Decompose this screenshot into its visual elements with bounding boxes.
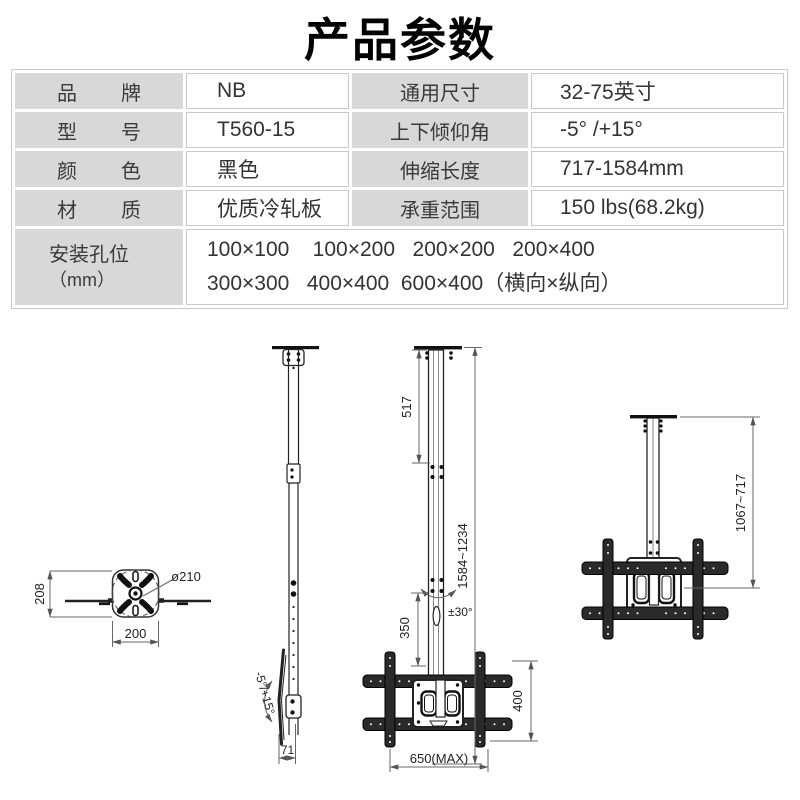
spec-value-model: T560-15 xyxy=(186,112,349,148)
dim-label-retracted-length: 1067~717 xyxy=(733,474,748,532)
plate-slot-top xyxy=(132,570,139,583)
telescopic-pole xyxy=(427,349,445,681)
joint-bolts xyxy=(648,540,660,555)
spec-value-size: 32-75英寸 xyxy=(531,73,784,109)
spec-label-color: 颜色 xyxy=(15,151,183,187)
tv-posts xyxy=(602,538,704,640)
ceiling-bar xyxy=(272,346,319,350)
dim-label-208: 208 xyxy=(32,583,47,605)
diameter-circle xyxy=(111,569,160,618)
spec-value-tilt: -5° /+15° xyxy=(531,112,784,148)
table-row: 颜色 黑色 伸缩长度 717-1584mm xyxy=(15,151,784,187)
plate-cross-blades xyxy=(117,573,154,614)
spec-value-weight: 150 lbs(68.2kg) xyxy=(531,190,784,226)
tilt-bolt xyxy=(290,699,295,704)
mounting-holes-label-line2: （mm） xyxy=(49,270,115,290)
mounting-holes-value-line2: 300×300 400×400 600×400（横向×纵向） xyxy=(207,272,622,295)
ceiling-bar xyxy=(414,346,462,350)
ceiling-bolts xyxy=(425,351,453,360)
spec-value-material: 优质冷轧板 xyxy=(186,190,349,226)
spec-label-brand: 品牌 xyxy=(15,73,183,109)
spec-value-mounting-holes: 100×100 100×200 200×200 200×400 300×300 … xyxy=(186,229,784,305)
vesa-adapter-right-inner xyxy=(661,575,672,600)
vesa-adapter-right xyxy=(657,570,676,605)
dim-label-diameter: ø210 xyxy=(171,569,201,584)
plate-slot-bottom xyxy=(132,604,139,617)
ceiling-bar xyxy=(630,415,677,419)
pole-slot xyxy=(432,605,441,627)
plate-tab xyxy=(429,720,448,727)
spec-table: 品牌 NB 通用尺寸 32-75英寸 型号 T560-15 上下倾仰角 -5° … xyxy=(11,69,788,309)
spec-label-length: 伸缩长度 xyxy=(352,151,528,187)
post-holes xyxy=(389,657,481,743)
technical-drawings: ø210 208 200 xyxy=(32,346,760,772)
spec-value-brand: NB xyxy=(186,73,349,109)
table-row: 材质 优质冷轧板 承重范围 150 lbs(68.2kg) xyxy=(15,190,784,226)
spec-label-model: 型号 xyxy=(15,112,183,148)
tv-arms xyxy=(581,561,729,620)
front-view-drawing: ±30° xyxy=(362,346,538,772)
spec-value-length: 717-1584mm xyxy=(531,151,784,187)
lock-bolt xyxy=(290,591,297,597)
tube-joint xyxy=(286,463,301,484)
retracted-view-drawing: 1067~717 xyxy=(581,415,760,640)
rail-tick xyxy=(99,602,110,606)
mounting-holes-value-line1: 100×100 100×200 200×200 200×400 xyxy=(207,238,595,261)
dim-label-650: 650(MAX) xyxy=(410,751,469,766)
dim-label-350: 350 xyxy=(397,617,412,639)
spec-label-tilt: 上下倾仰角 xyxy=(352,112,528,148)
tilt-arc xyxy=(264,680,273,723)
joint-bolt xyxy=(290,468,294,472)
spec-value-color: 黑色 xyxy=(186,151,349,187)
dim-label-517: 517 xyxy=(399,396,414,418)
diameter-leader-line xyxy=(142,579,173,597)
table-row: 安装孔位 （mm） 100×100 100×200 200×200 200×40… xyxy=(15,229,784,305)
dim-label-total-length: 1584~1234 xyxy=(455,523,470,588)
joint-bolt xyxy=(290,475,294,479)
rail-tick xyxy=(177,602,188,606)
vesa-adapter-left-inner xyxy=(636,575,647,600)
table-row: 型号 T560-15 上下倾仰角 -5° /+15° xyxy=(15,112,784,148)
lock-bolt xyxy=(290,580,297,586)
spec-label-size: 通用尺寸 xyxy=(352,73,528,109)
top-view-drawing: ø210 208 200 xyxy=(32,569,211,647)
tilt-bolt xyxy=(290,710,295,715)
dim-label-tilt: -5°/+15° xyxy=(252,670,278,716)
dim-label-400: 400 xyxy=(510,690,525,712)
tilt-bracket xyxy=(285,694,302,719)
spec-label-mounting-holes: 安装孔位 （mm） xyxy=(15,229,183,305)
spec-label-weight: 承重范围 xyxy=(352,190,528,226)
dim-label-71: 71 xyxy=(281,743,295,757)
vesa-adapter-right-inner xyxy=(447,694,457,713)
upper-joint-bolts xyxy=(430,465,444,479)
vesa-adapter-left xyxy=(632,570,651,605)
mounting-holes-label-line1: 安装孔位 xyxy=(49,244,129,266)
adjustment-holes xyxy=(292,605,295,681)
side-view-drawing: -5°/+15° 71 xyxy=(252,346,319,764)
ceiling-bolts xyxy=(643,419,663,433)
pole-end xyxy=(435,679,446,718)
swivel-arc xyxy=(420,588,457,599)
ceiling-bracket xyxy=(282,348,305,367)
plate-hub-center xyxy=(133,591,138,596)
spec-label-material: 材质 xyxy=(15,190,183,226)
vesa-adapter-left-inner xyxy=(424,694,434,713)
post-holes xyxy=(607,544,699,635)
page-title: 产品参数 xyxy=(304,14,496,66)
tv-panel-profile-inner xyxy=(280,654,287,741)
tv-panel-profile xyxy=(277,648,285,746)
dim-label-200: 200 xyxy=(125,626,147,641)
table-row: 品牌 NB 通用尺寸 32-75英寸 xyxy=(15,73,784,109)
dim-label-swivel: ±30° xyxy=(448,605,473,619)
